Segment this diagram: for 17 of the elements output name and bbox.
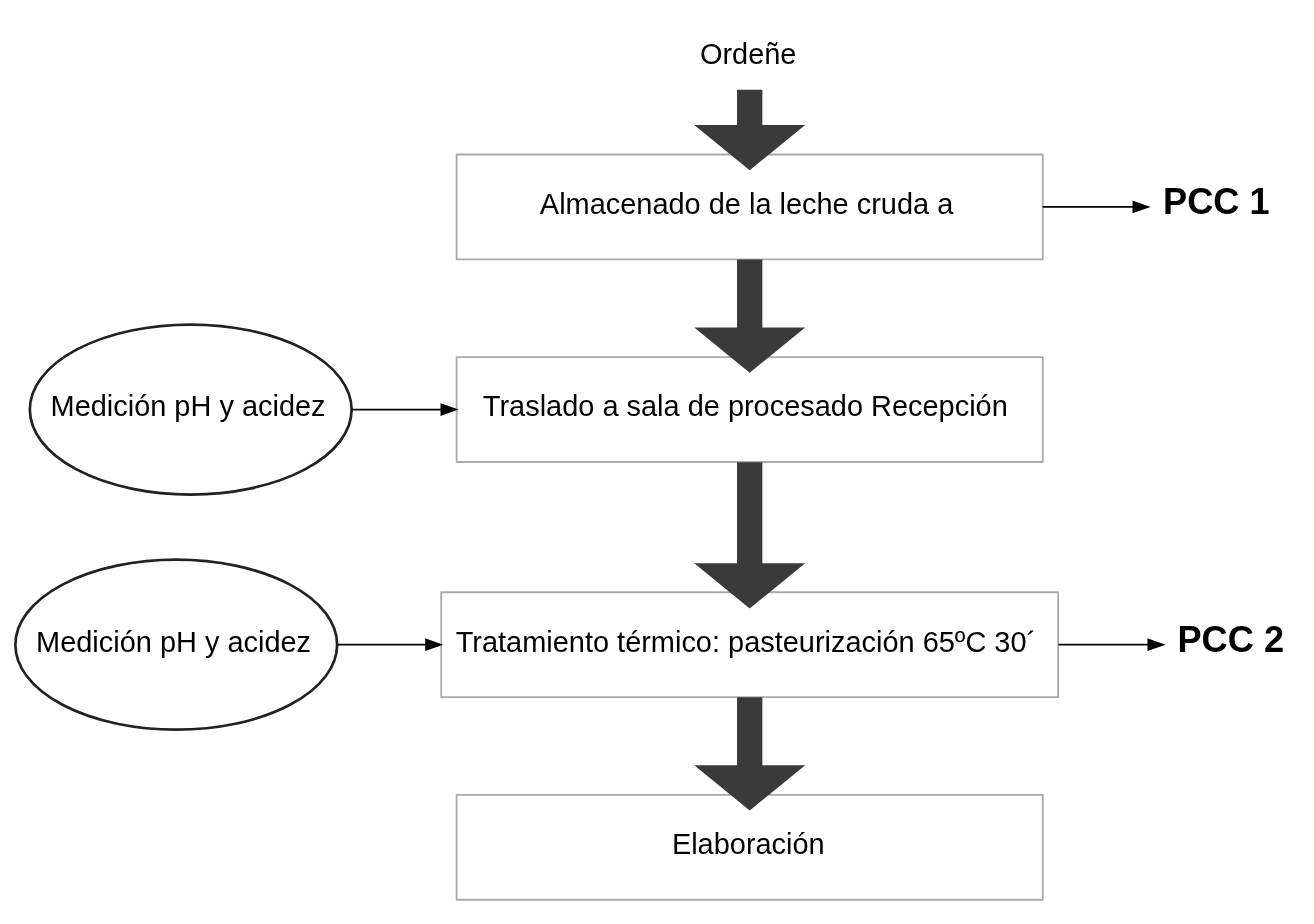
node-box: Tratamiento térmico: pasteurización 65ºC 30´: [440, 591, 1059, 699]
arrow: [1057, 638, 1166, 652]
node-box: Traslado a sala de procesado Recepción: [455, 356, 1044, 463]
node-ellipse: Medición pH y acidez: [14, 558, 339, 732]
node-ellipse: Medición pH y acidez: [28, 323, 353, 496]
arrow: [694, 462, 806, 609]
arrow: [694, 259, 806, 373]
arrow: [694, 89, 806, 171]
node-box: Elaboración: [455, 793, 1044, 901]
arrow: [336, 638, 444, 652]
node-text: PCC 1: [1163, 181, 1270, 223]
node-text: Ordeñe: [699, 37, 797, 70]
node-text: PCC 2: [1177, 618, 1284, 660]
arrow: [350, 403, 459, 416]
arrow: [1041, 200, 1151, 214]
node-box: Almacenado de la leche cruda a: [455, 153, 1044, 261]
arrow: [694, 697, 806, 811]
